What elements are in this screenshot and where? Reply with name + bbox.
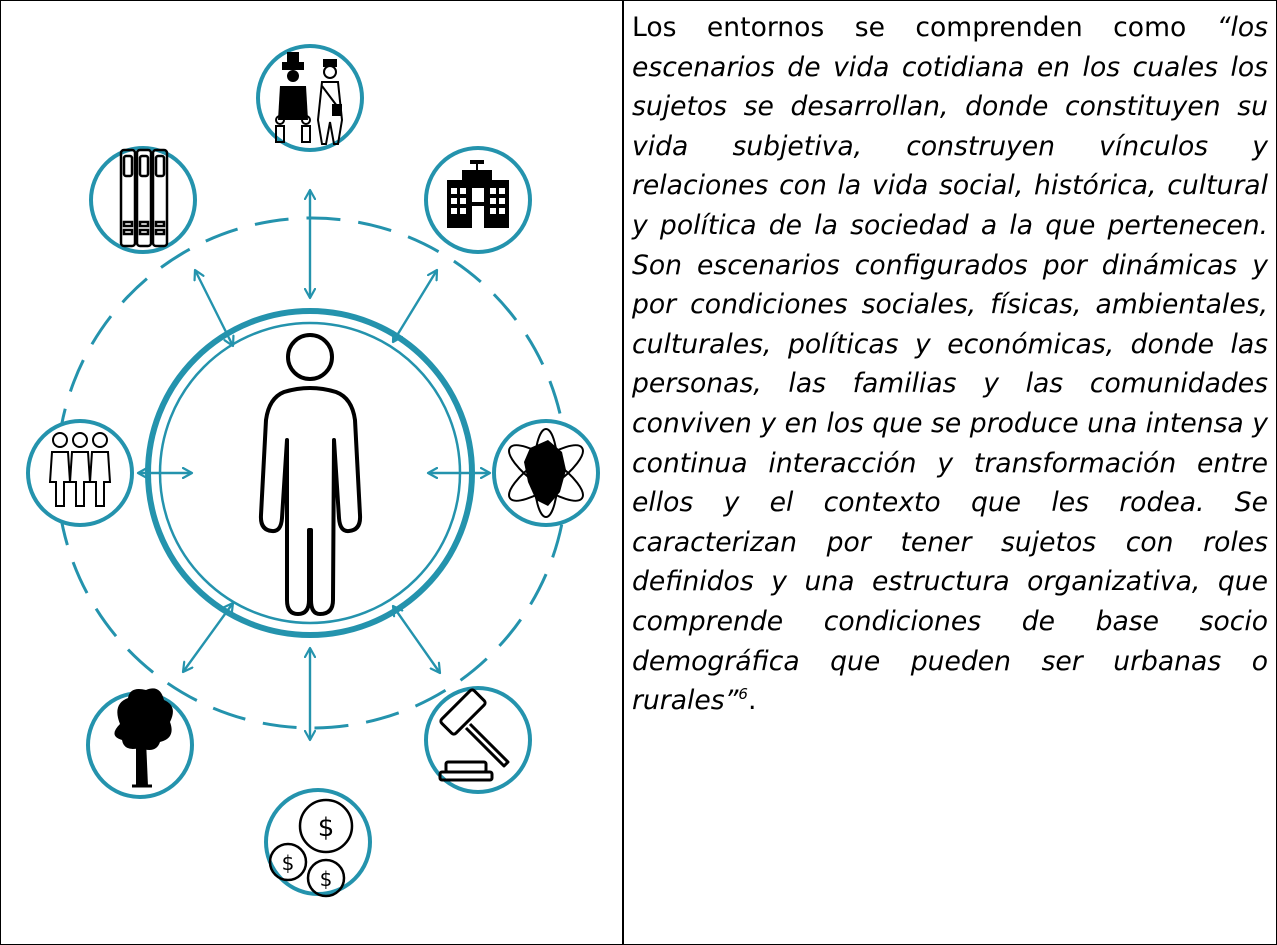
arrow-bottom-right — [393, 606, 440, 673]
diagram-svg: $ $ $ — [26, 44, 600, 898]
closing-period: . — [747, 685, 757, 717]
column-divider — [622, 0, 624, 945]
quoted-definition: “los escenarios de vida cotidiana en los… — [632, 12, 1268, 717]
arrow-top-left — [195, 270, 233, 346]
node-books — [89, 146, 197, 254]
person-icon — [258, 333, 363, 616]
coins-icon: $ $ $ — [268, 798, 354, 898]
group-icon — [48, 432, 112, 507]
node-circles — [26, 44, 600, 896]
family-icon — [275, 52, 344, 145]
svg-text:$: $ — [318, 813, 335, 843]
footnote-marker: 6 — [738, 685, 748, 704]
definition-paragraph: Los entornos se comprenden como “los esc… — [632, 8, 1268, 721]
globe-map-icon — [508, 428, 584, 518]
node-group — [26, 419, 134, 527]
intro-text: Los entornos se comprenden como — [632, 12, 1217, 43]
tree-icon — [114, 688, 173, 788]
arrow-top-right — [393, 270, 437, 342]
svg-text:$: $ — [320, 867, 333, 891]
environments-diagram: $ $ $ — [0, 0, 620, 945]
gavel-icon — [438, 688, 510, 782]
svg-text:$: $ — [282, 851, 295, 875]
definition-text-cell: Los entornos se comprenden como “los esc… — [632, 8, 1268, 721]
buildings-icon — [447, 160, 509, 228]
connector-arrows — [138, 190, 490, 740]
arrow-bottom-left — [183, 603, 233, 672]
books-icon — [119, 148, 169, 248]
